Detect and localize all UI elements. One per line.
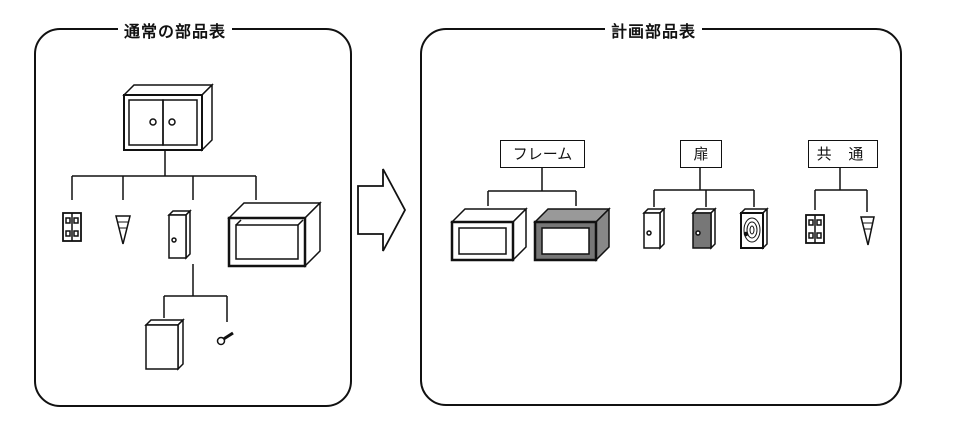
tree-lines-common-group [814,166,868,212]
cabinet-icon [122,83,214,152]
hinge-icon [805,214,825,244]
door-icon [739,207,769,250]
door-icon [642,207,666,250]
tree-lines-door-group [653,166,755,207]
screw-icon [115,215,131,245]
door-icon [691,207,717,250]
frame-icon [227,201,322,268]
frame-icon [450,207,528,262]
screw-icon [860,216,875,246]
panel-title-normal-bom: 通常の部品表 [118,18,233,42]
knob-icon [216,331,234,346]
group-label-frame: フレーム [500,140,585,168]
arrow-icon [357,168,407,252]
panel-title-planning-bom: 計画部品表 [605,18,703,42]
tree-lines-frame-group [487,166,577,206]
hinge-icon [62,212,82,242]
door-icon [167,209,192,260]
group-label-common: 共 通 [808,140,878,168]
group-label-door: 扉 [680,140,722,168]
panel-icon [144,318,185,371]
frame-icon [533,207,611,262]
tree-lines-door [163,264,228,322]
tree-lines-cabinet [71,150,257,200]
